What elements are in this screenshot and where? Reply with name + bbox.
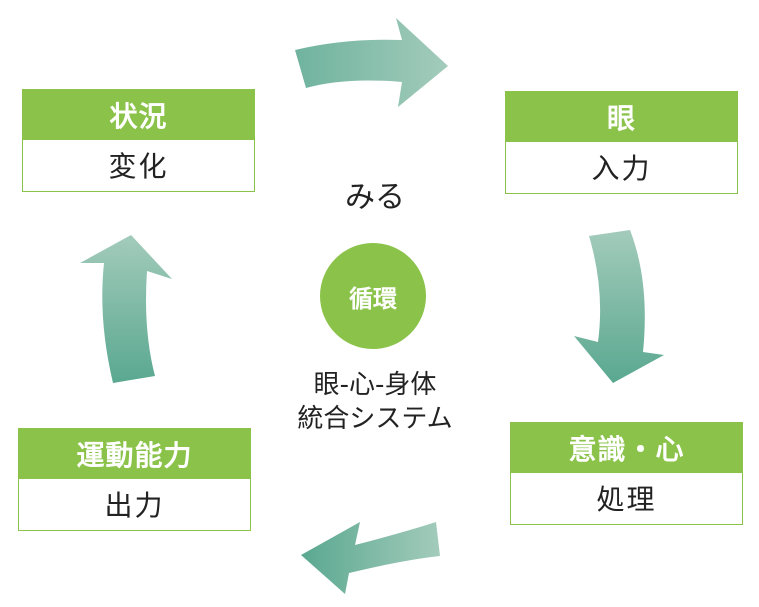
node-eye-subtitle: 入力 bbox=[591, 152, 652, 185]
arrow-bottom bbox=[301, 522, 440, 594]
node-situation: 状況 変化 bbox=[22, 89, 255, 192]
node-mind: 意識・心 処理 bbox=[510, 422, 743, 525]
arrow-top bbox=[295, 18, 448, 107]
node-mind-title: 意識・心 bbox=[511, 423, 742, 473]
node-motor-title: 運動能力 bbox=[19, 429, 250, 479]
node-eye-title: 眼 bbox=[506, 92, 737, 142]
node-motor: 運動能力 出力 bbox=[18, 428, 251, 531]
node-situation-subtitle: 変化 bbox=[108, 150, 169, 183]
center-circle: 循環 bbox=[320, 243, 426, 349]
arrow-right bbox=[574, 230, 664, 383]
arrow-left bbox=[80, 235, 172, 383]
node-situation-title: 状況 bbox=[23, 90, 254, 140]
caption-system-line2: 統合システム bbox=[297, 404, 453, 434]
caption-miru: みる bbox=[345, 180, 405, 215]
node-mind-subtitle: 処理 bbox=[596, 483, 657, 516]
caption-system-line1: 眼-心-身体 bbox=[313, 370, 437, 400]
node-eye: 眼 入力 bbox=[505, 91, 738, 194]
node-motor-subtitle: 出力 bbox=[104, 489, 165, 522]
